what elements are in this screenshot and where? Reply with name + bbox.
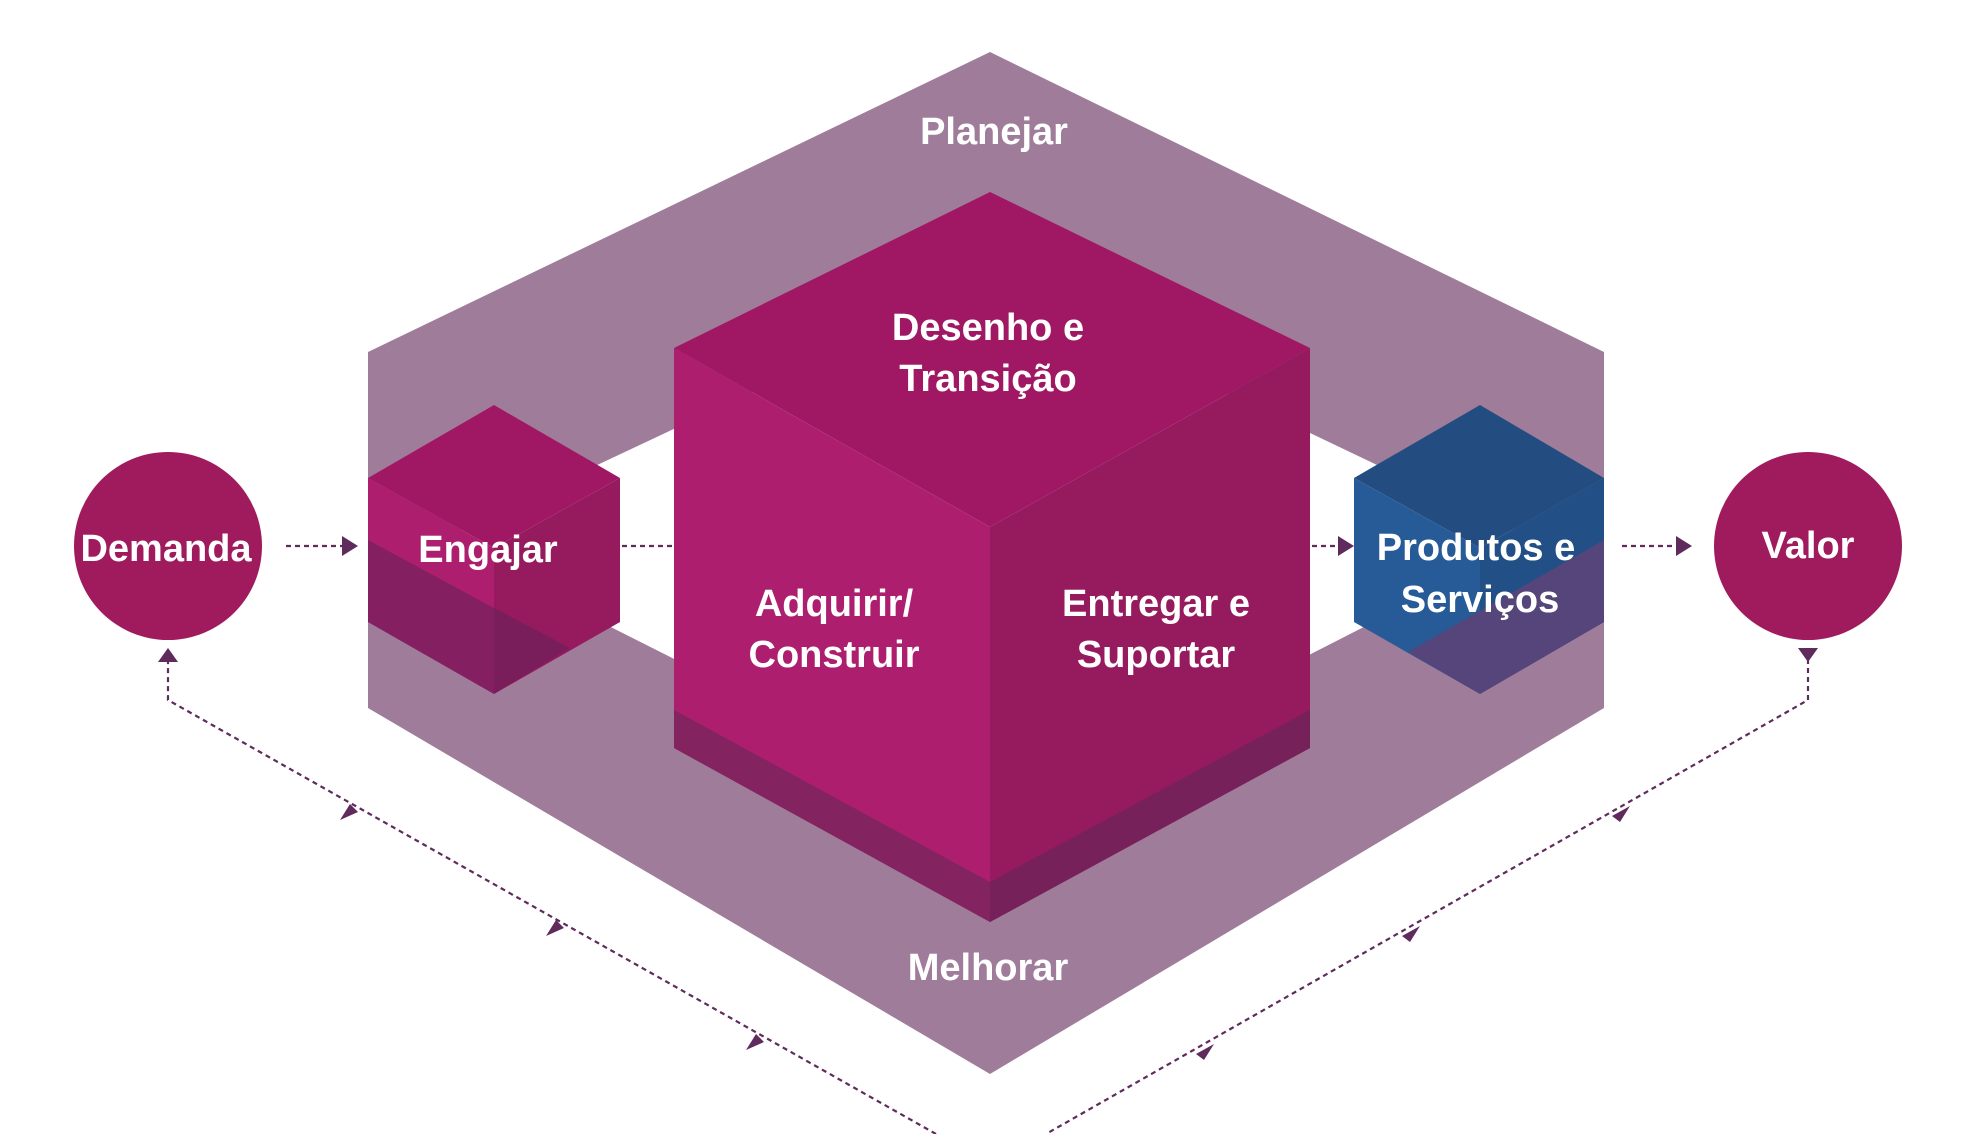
feedback-arrow-left-3: [746, 1034, 764, 1050]
main-cube-bottom-left-band: [674, 710, 990, 922]
demand-circle: [74, 452, 262, 640]
engage-cube-overlap: [368, 540, 494, 694]
arrow-demand-to-engage: [342, 536, 358, 556]
engage-label: Engajar: [418, 529, 558, 571]
arrow-into-demand: [158, 648, 178, 662]
arrow-products-to-value: [1676, 536, 1692, 556]
arrow-out-of-value: [1798, 648, 1818, 662]
products-cube: [1354, 405, 1604, 694]
feedback-arrow-left-1: [340, 804, 358, 820]
value-circle: [1714, 452, 1902, 640]
main-cube-left-label-line1: Adquirir/: [755, 583, 914, 625]
arrow-cube-to-products: [1338, 536, 1354, 556]
feedback-arrow-right-2: [1402, 926, 1420, 942]
main-cube-top-label-line1: Desenho e: [892, 307, 1084, 349]
engage-cube-overlap-right: [494, 608, 570, 694]
feedback-arrow-right-1: [1612, 806, 1630, 822]
engage-cube: [368, 405, 620, 694]
main-cube-right-label-line2: Suportar: [1077, 634, 1236, 676]
outer-band: [368, 52, 1604, 1074]
feedback-arrow-right-3: [1196, 1044, 1214, 1060]
outer-band-bottom-label: Melhorar: [908, 947, 1069, 989]
main-cube-bottom-right-band: [990, 710, 1310, 922]
demand-label: Demanda: [80, 528, 252, 570]
outer-band-top-label: Planejar: [920, 111, 1068, 153]
value-label: Valor: [1762, 525, 1855, 567]
products-label-line1: Produtos e: [1377, 527, 1575, 569]
products-label-line2: Serviços: [1401, 579, 1559, 621]
feedback-arrow-left-2: [546, 920, 564, 936]
products-cube-top: [1354, 405, 1604, 548]
main-cube-right-label-line1: Entregar e: [1062, 583, 1250, 625]
main-cube: [674, 192, 1310, 922]
main-cube-top: [674, 192, 1310, 527]
products-cube-overlap: [1408, 540, 1604, 694]
feedback-loop: [1045, 650, 1810, 1134]
main-cube-left-label-line2: Construir: [749, 634, 920, 676]
feedback-loop-left: [166, 662, 937, 1134]
main-cube-top-label-line2: Transição: [899, 358, 1076, 400]
engage-cube-top: [368, 405, 620, 548]
